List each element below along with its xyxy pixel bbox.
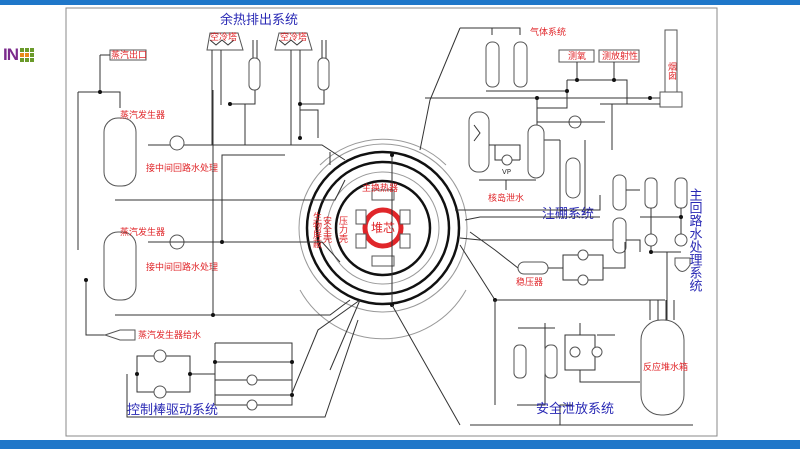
- gas-system-label: 气体系统: [530, 26, 566, 38]
- intermediate-2-label: 接中间回路水处理: [146, 261, 218, 273]
- chimney-base: [659, 91, 683, 108]
- pressurizer-label: 稳压器: [516, 276, 543, 288]
- safety-filter-2: [544, 344, 558, 379]
- intermediate-1-label: 接中间回路水处理: [146, 162, 218, 174]
- safety-system-title: 安全泄放系统: [536, 401, 614, 417]
- filter-1: [644, 177, 658, 209]
- safety-filter-1: [513, 344, 527, 379]
- rod-motor-2: [153, 385, 167, 399]
- logo-dots-icon: [20, 48, 34, 62]
- residual-heat-system-title: 余热排出系统: [220, 12, 298, 28]
- reactor-core-assembly: [298, 138, 468, 340]
- pump-1: [169, 135, 185, 151]
- pressurizer: [517, 261, 549, 275]
- logo: IN: [3, 45, 34, 65]
- boron-tank-small: [565, 157, 581, 199]
- chimney-label: 烟囱: [666, 61, 677, 81]
- pressure-vessel-label: 压力壳: [337, 216, 348, 244]
- steam-generator-1: [103, 117, 137, 187]
- tank-2: [317, 57, 330, 91]
- main-hx-label: 主换热器: [362, 182, 398, 194]
- core-label: 堆芯: [371, 221, 395, 235]
- air-cooler-2-label: 空冷塔: [280, 31, 307, 43]
- boron-exchanger: [468, 111, 490, 173]
- vp-pump: [501, 154, 513, 166]
- core-ring: [362, 207, 404, 249]
- reactor-tank: [640, 319, 685, 416]
- sg-1-label: 蒸汽发生器: [120, 109, 165, 121]
- air-cooler-1: [206, 32, 244, 51]
- steam-out-label: 蒸汽出口: [111, 49, 147, 61]
- drain-label: 核岛泄水: [488, 192, 524, 204]
- logo-text: IN: [3, 45, 19, 64]
- bio-shield-label: 生物屏蔽: [311, 211, 322, 249]
- filter-2: [674, 177, 688, 209]
- reactor-tank-label: 反应堆水箱: [643, 361, 688, 373]
- air-cooler-2: [274, 32, 313, 51]
- boron-tank: [527, 124, 545, 179]
- sg-feedwater-label: 蒸汽发生器给水: [138, 329, 201, 341]
- rod-drive-system-title: 控制棒驱动系统: [127, 403, 218, 418]
- feedwater-nozzle: [103, 329, 136, 341]
- air-cooler-1-label: 空冷塔: [210, 31, 237, 43]
- radioactivity-label: 测放射性: [602, 50, 638, 62]
- cooler-2: [612, 217, 627, 254]
- containment-label: 安全壳: [321, 215, 332, 244]
- oxygen-label: 测氧: [568, 50, 586, 62]
- gas-bottle-1: [485, 41, 500, 88]
- bottom-accent-bar: [0, 440, 800, 449]
- tank-1: [248, 57, 261, 91]
- boron-system-title: 注硼系统: [542, 207, 594, 222]
- top-accent-bar: [0, 0, 800, 5]
- sg-2-label: 蒸汽发生器: [120, 226, 165, 238]
- cooler-1: [612, 174, 627, 211]
- steam-generator-2: [103, 231, 137, 301]
- radioactivity-box: [598, 49, 640, 63]
- rod-motor-1: [153, 349, 167, 363]
- main-loop-system-title: 主回路水处理系统: [687, 188, 703, 293]
- hopper: [674, 257, 691, 272]
- vp-label: VP: [502, 168, 511, 176]
- gas-bottle-2: [513, 41, 528, 88]
- diagram-frame: [65, 7, 718, 437]
